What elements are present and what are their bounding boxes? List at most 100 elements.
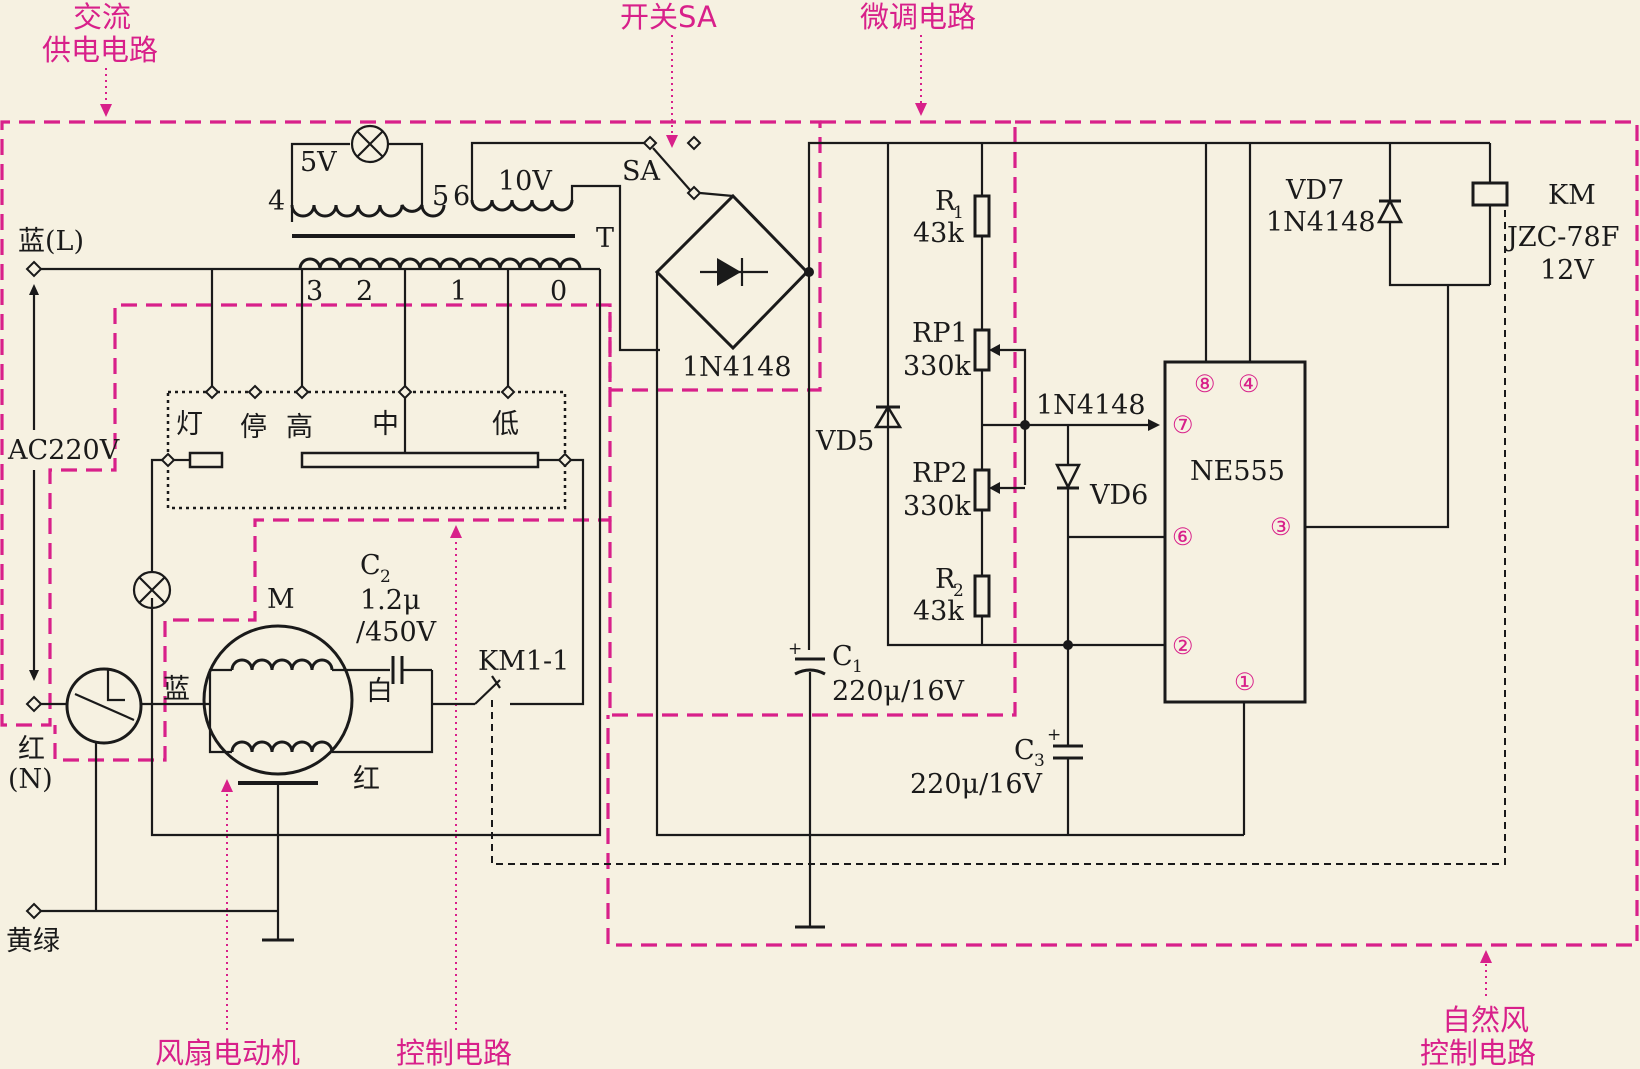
label-r2-value: 43k (913, 596, 964, 627)
label-tap3: 3 (306, 276, 323, 307)
ac-input: 蓝(L) AC220V 红 (N) 黄绿 (6, 226, 600, 957)
region-labels: 交流 供电电路 开关SA 微调电路 风扇电动机 控制电路 自然风 控制电路 (42, 0, 1536, 1069)
vd7-diode (1376, 198, 1404, 224)
label-tap0: 0 (550, 276, 567, 307)
fine-tune-arrowhead (915, 103, 927, 116)
vd5-diode (873, 404, 903, 429)
ac-supply-arrowhead (100, 104, 112, 117)
label-c3-value: 220μ/16V (910, 769, 1043, 800)
label-rp1: RP1 (912, 318, 968, 349)
pin-2: ② (1172, 632, 1194, 660)
ac-supply-top-edge (110, 120, 822, 392)
label-motor-blue: 蓝 (163, 674, 190, 705)
label-c2: C (360, 550, 381, 581)
label-c3-sub: 3 (1034, 751, 1045, 771)
label-c2-sub: 2 (380, 567, 391, 587)
label-rp2-value: 330k (903, 491, 972, 522)
label-lamp: 灯 (176, 409, 203, 440)
label-mid: 中 (372, 409, 399, 440)
label-5v: 5V (300, 147, 337, 178)
label-low: 低 (492, 409, 519, 440)
label-c1-sub: 1 (852, 657, 863, 677)
region-natural-wind-line2: 控制电路 (1420, 1036, 1536, 1069)
label-10v: 10V (498, 166, 552, 197)
vd6-c3: VD6 + C 3 220μ/16V (910, 425, 1148, 835)
region-natural-wind-line1: 自然风 (1442, 1003, 1529, 1037)
label-t: T (596, 223, 614, 254)
label-vd7: VD7 (1285, 175, 1344, 206)
fan-motor-arrowhead (221, 779, 233, 792)
label-yellow-green: 黄绿 (6, 926, 60, 957)
pin-4: ④ (1238, 370, 1260, 398)
winding-primary (298, 257, 582, 270)
resistor-r1 (973, 194, 991, 238)
label-km: KM (1548, 180, 1596, 211)
transformer: 5V 4 5 6 10V T 3 2 1 0 (150, 124, 660, 837)
relay-km-coil (1471, 181, 1509, 207)
label-motor-white: 白 (366, 676, 393, 707)
label-vd5: VD5 (815, 426, 874, 457)
switch-sa-arrowhead (666, 135, 678, 148)
fan-symbol-icon (65, 667, 143, 745)
motor-winding-top (230, 658, 334, 671)
label-t4: 4 (268, 186, 285, 217)
terminal-n (25, 695, 43, 713)
label-sa: SA (622, 156, 660, 187)
pin-8: ⑧ (1194, 370, 1216, 398)
label-bridge: 1N4148 (682, 352, 792, 383)
label-stop: 停 (240, 412, 267, 443)
potentiometer-rp2 (973, 468, 991, 512)
potentiometer-rp1 (973, 328, 991, 372)
terminal-ground (25, 902, 43, 920)
lamp-contact (188, 451, 224, 469)
c3-plus: + (1047, 725, 1061, 745)
region-boxes (0, 120, 1639, 947)
label-high: 高 (286, 412, 313, 443)
control-arrowhead (450, 525, 462, 538)
label-motor-m: M (267, 584, 295, 615)
label-red: 红 (18, 734, 45, 765)
pin-7: ⑦ (1172, 411, 1194, 439)
label-r1-sub: 1 (953, 203, 964, 223)
label-r1-value: 43k (913, 218, 964, 249)
label-rp2: RP2 (912, 458, 968, 489)
label-c1-value: 220μ/16V (832, 676, 965, 707)
label-vd6: VD6 (1089, 480, 1148, 511)
label-tap2: 2 (356, 276, 373, 307)
vd6-diode (1054, 463, 1082, 490)
label-blue-l: 蓝(L) (18, 226, 84, 257)
diode-to-pin7 (1148, 419, 1160, 431)
lamp-bulb (132, 570, 172, 610)
fan-motor: M 蓝 白 红 C 2 1.2μ /450V KM1-1 (41, 205, 1506, 942)
label-c2-voltage: /450V (356, 617, 437, 648)
label-t5: 5 (432, 181, 449, 212)
speed-contact-bar (300, 451, 540, 469)
lamp-icon (132, 570, 172, 610)
label-relay-model: JZC-78F (1504, 222, 1619, 253)
resistor-r2 (973, 574, 991, 618)
region-fan-motor: 风扇电动机 (155, 1036, 300, 1069)
label-c3: C (1014, 735, 1035, 766)
label-relay-voltage: 12V (1540, 255, 1594, 286)
switch-sa-bridge: SA 1N4148 (622, 135, 1490, 837)
vd7-relay: VD7 1N4148 KM JZC-78F 12V (1266, 143, 1619, 287)
region-ac-supply-line1: 交流 (73, 0, 131, 34)
motor-housing (202, 624, 354, 776)
label-diode-mid: 1N4148 (1036, 390, 1146, 421)
winding-10v (470, 199, 574, 212)
c1-plate-bottom (794, 668, 826, 676)
label-ne555: NE555 (1190, 456, 1285, 487)
natural-wind-arrowhead (1480, 950, 1492, 963)
pin-1: ① (1234, 668, 1256, 696)
label-c1: C (832, 641, 853, 672)
motor-winding-bottom (230, 740, 334, 753)
label-r1: R (935, 186, 956, 217)
ne555-timer: NE555 ⑧ ④ ⑦ ⑥ ③ ② ① (1068, 143, 1450, 835)
winding-5v (290, 204, 446, 218)
c1-plus: + (788, 639, 802, 659)
region-control: 控制电路 (396, 1036, 512, 1069)
km1-1-contact (474, 679, 501, 705)
pin-6: ⑥ (1172, 523, 1194, 551)
pin-3: ③ (1270, 513, 1292, 541)
label-r2-sub: 2 (953, 581, 964, 601)
